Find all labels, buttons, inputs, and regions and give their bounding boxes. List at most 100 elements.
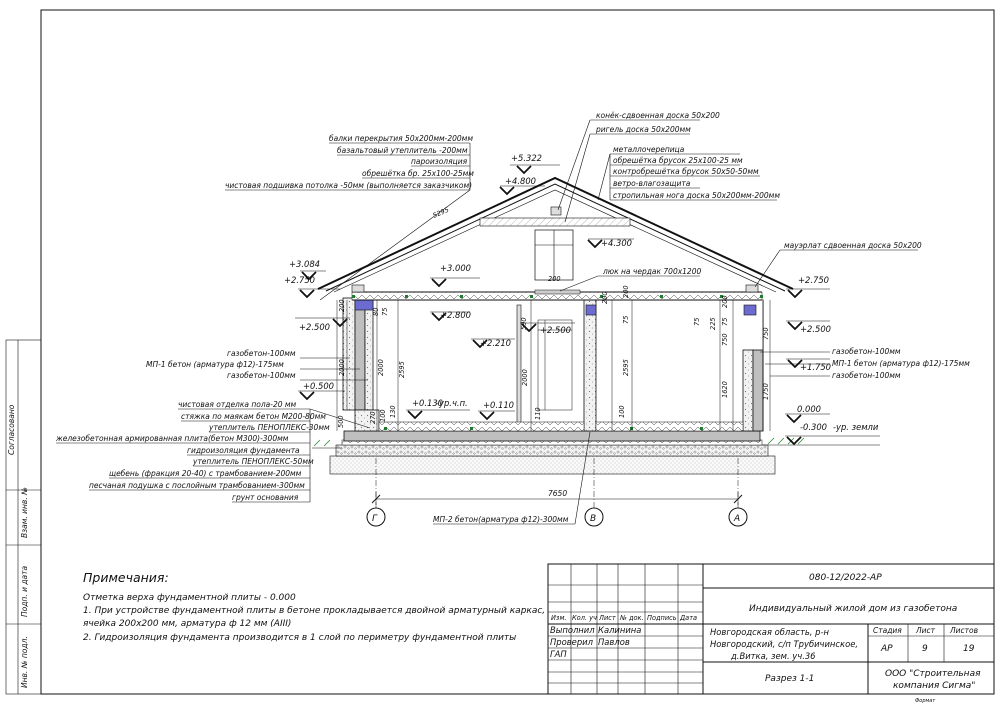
axis-label-a: А bbox=[733, 514, 740, 524]
callout-metal-tile: металлочерепица bbox=[613, 145, 685, 154]
callout-beams: балки перекрытия 50х200мм-200мм bbox=[329, 134, 473, 143]
callout-wall-right-3: газобетон-100мм bbox=[832, 371, 901, 380]
level-3000: +3.000 bbox=[440, 263, 471, 273]
side-stamp: Согласовано Взам. инв. № Подп. и дата Ин… bbox=[6, 340, 41, 694]
dim-80: 80 bbox=[372, 308, 380, 316]
dim-2000-a: 2000 bbox=[338, 359, 346, 376]
address-line-0: Новгородская область, р-н bbox=[710, 627, 829, 637]
level-2800: +2.800 bbox=[440, 310, 471, 320]
dim-500: 500 bbox=[337, 415, 345, 428]
interior-wall bbox=[584, 300, 596, 431]
name-checked: Павлов bbox=[598, 637, 630, 647]
dim-200-mid: 200 bbox=[601, 291, 609, 304]
level-2750-right: +2.750 bbox=[798, 275, 829, 285]
notes-line-0: Отметка верха фундаментной плиты - 0.000 bbox=[83, 593, 296, 603]
callout-floor-3: утеплитель ПЕНОПЛЕКС-30мм bbox=[208, 423, 330, 432]
dim-750: 750 bbox=[762, 327, 770, 340]
callout-wall-left-1: газобетон-100мм bbox=[227, 349, 296, 358]
role-executed: Выполнил bbox=[550, 625, 595, 635]
level-4300: +4.300 bbox=[601, 238, 632, 248]
callout-wall-right-1: газобетон-100мм bbox=[832, 347, 901, 356]
notes-line-1: 1. При устройстве фундаментной плиты в б… bbox=[83, 606, 545, 616]
header-kol: Кол. уч bbox=[572, 614, 597, 622]
dim-2000-c: 2000 bbox=[521, 369, 529, 386]
level-floor-label: -ур.ч.п. bbox=[436, 398, 468, 408]
dim-75-b: 75 bbox=[622, 316, 630, 324]
callout-hatch: люк на чердак 700х1200 bbox=[602, 267, 701, 276]
callout-lathing: обрешётка бр. 25х100-25мм bbox=[362, 169, 474, 178]
callout-rafter: стропильная нога доска 50х200мм-200мм bbox=[613, 191, 780, 200]
sheets-value: 19 bbox=[963, 644, 975, 654]
name-executed: Калинина bbox=[598, 625, 641, 635]
callout-ceiling: чистовая подшивка потолка -50мм (выполня… bbox=[225, 181, 472, 190]
callout-floor-8: песчаная подушка с послойным трамбование… bbox=[89, 481, 305, 490]
mid-lintel bbox=[586, 305, 596, 315]
role-checked: Проверил bbox=[550, 637, 594, 647]
dim-130: 130 bbox=[389, 405, 397, 418]
callout-battens: обрешётка брусок 25х100-25 мм bbox=[613, 156, 743, 165]
left-lintel bbox=[355, 300, 373, 310]
dim-2000-b: 2000 bbox=[377, 359, 385, 376]
address-line-2: д.Витка, зем. уч.36 bbox=[730, 651, 816, 661]
header-list: Лист bbox=[598, 614, 616, 622]
callout-floor-2: стяжка по маякам бетон М200-80мм bbox=[181, 412, 326, 421]
sand-cushion bbox=[330, 456, 775, 474]
stage-label: Стадия bbox=[873, 626, 902, 635]
dim-110: 110 bbox=[534, 407, 542, 420]
level-1750: +1.750 bbox=[800, 362, 831, 372]
level-2210: +2.210 bbox=[480, 338, 511, 348]
level-2500-right: +2.500 bbox=[800, 324, 831, 334]
doc-code: 080-12/2022-АР bbox=[809, 573, 882, 583]
level-ground-label: -ур. земли bbox=[833, 422, 879, 432]
level-ridge: +5.322 bbox=[511, 153, 542, 163]
right-wall-inner bbox=[743, 350, 753, 431]
dim-750-top: 750 bbox=[721, 333, 729, 346]
dim-1620: 1620 bbox=[721, 381, 729, 398]
header-izm: Изм. bbox=[551, 614, 567, 622]
left-wall-outer bbox=[343, 298, 355, 410]
project-name: Индивидуальный жилой дом из газобетона bbox=[749, 604, 957, 614]
callout-basalt: базальтовый утеплитель -200мм bbox=[337, 146, 468, 155]
dim-100-a: 100 bbox=[379, 409, 387, 422]
dim-2595-b: 2595 bbox=[622, 359, 630, 376]
floor-screed-right bbox=[596, 422, 743, 431]
dim-225: 225 bbox=[709, 317, 717, 330]
notes-title: Примечания: bbox=[83, 570, 169, 585]
collar-tie bbox=[480, 218, 630, 226]
right-lintel bbox=[744, 305, 756, 315]
axis-label-v: В bbox=[590, 514, 596, 524]
header-doc: № док. bbox=[619, 614, 644, 622]
company-line-1: компания Сигма" bbox=[893, 681, 975, 691]
axis-label-g: Г bbox=[372, 514, 378, 524]
level-m0300: -0.300 bbox=[800, 422, 827, 432]
callout-floor-4: железобетонная армированная плита(бетон … bbox=[55, 434, 289, 443]
callout-floor-5: гидроизоляция фундамента bbox=[187, 446, 300, 455]
callout-floor-7: щебень (фракция 20-40) с трамбованием-20… bbox=[109, 469, 302, 478]
level-3084: +3.084 bbox=[289, 259, 320, 269]
dim-2595-a: 2595 bbox=[398, 361, 406, 378]
dim-200-top: 200 bbox=[548, 275, 561, 283]
callout-wall-left-2: МП-1 бетон (арматура ф12)-175мм bbox=[146, 360, 284, 369]
header-date: Дата bbox=[679, 614, 697, 622]
dim-total: 7650 bbox=[548, 489, 567, 498]
notes-block: Примечания: Отметка верха фундаментной п… bbox=[83, 570, 545, 643]
level-2500-left: +2.500 bbox=[299, 322, 330, 332]
level-4800: +4.800 bbox=[505, 176, 536, 186]
sheets-label: Листов bbox=[949, 626, 978, 635]
side-stamp-sign-date: Подп. и дата bbox=[20, 566, 29, 617]
callout-floor-9: грунт основания bbox=[232, 493, 299, 502]
address-line-1: Новгородский, с/п Трубичинское, bbox=[710, 639, 858, 649]
callout-membrane: ветро-влагозащита bbox=[613, 179, 691, 188]
callout-mp2: МП-2 бетон(арматура ф12)-300мм bbox=[433, 515, 569, 524]
role-gap: ГАП bbox=[550, 649, 567, 659]
sheet-label: Лист bbox=[915, 626, 936, 635]
notes-line-3: 2. Гидроизоляция фундамента производится… bbox=[83, 633, 516, 643]
attic-hatch bbox=[535, 290, 580, 294]
dim-75-c: 75 bbox=[693, 318, 701, 326]
callout-ridge: конёк-сдвоенная доска 50х200 bbox=[596, 111, 720, 120]
dim-1750: 1750 bbox=[762, 383, 770, 400]
callout-floor-6: утеплитель ПЕНОПЛЕКС-50мм bbox=[192, 457, 314, 466]
level-0110: +0.110 bbox=[483, 400, 514, 410]
callout-wall-right-2: МП-1 бетон (арматура ф12)-175мм bbox=[832, 359, 970, 368]
